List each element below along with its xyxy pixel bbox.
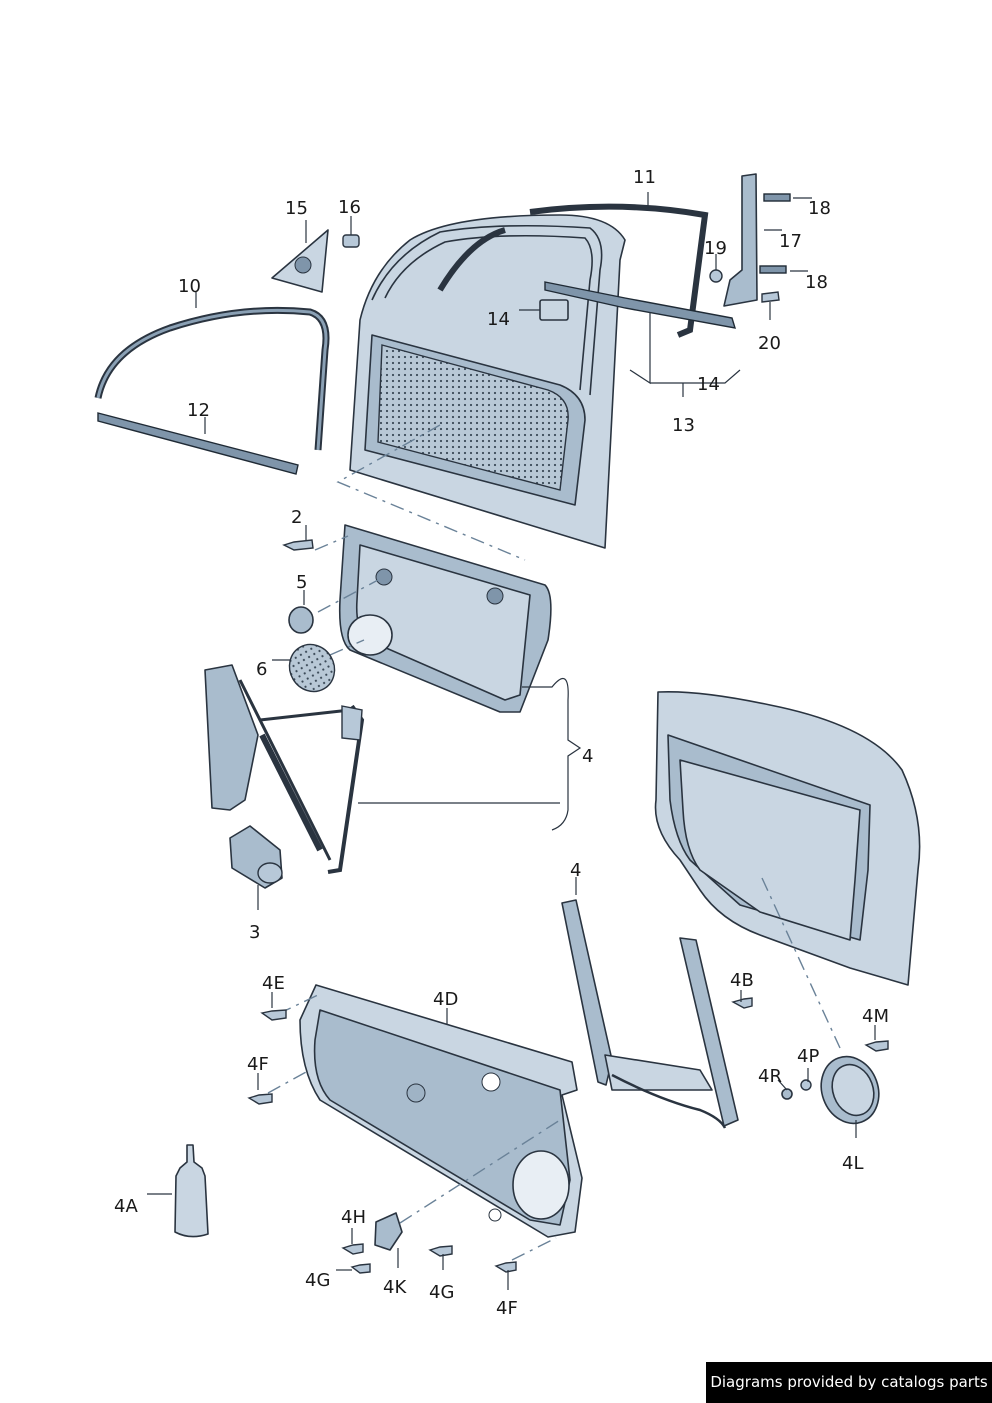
callout-labels: 11 15 16 18 17 19 18 10 14 20 14 12 13 2… <box>114 167 889 1319</box>
callout-10: 10 <box>178 276 201 297</box>
callout-4L: 4L <box>842 1153 863 1174</box>
leader-lines <box>147 192 876 1290</box>
callout-6: 6 <box>256 659 267 680</box>
trim-carrier <box>338 524 552 713</box>
callout-11: 11 <box>633 167 656 188</box>
callout-4K: 4K <box>383 1277 407 1298</box>
b-pillar-trim <box>709 173 791 307</box>
callout-18b: 18 <box>805 272 828 293</box>
callout-14a: 14 <box>487 309 510 330</box>
callout-4a: 4 <box>582 746 593 767</box>
cap-5 <box>288 606 314 634</box>
callout-3: 3 <box>249 922 260 943</box>
callout-4A: 4A <box>114 1196 138 1217</box>
speaker-4L <box>820 1055 880 1125</box>
sealant-bottle-4A <box>174 1144 209 1238</box>
callout-12: 12 <box>187 400 210 421</box>
regulator-rails <box>561 899 739 1129</box>
inner-window-strip <box>97 412 299 475</box>
callout-13: 13 <box>672 415 695 436</box>
callout-15: 15 <box>285 198 308 219</box>
callout-17: 17 <box>779 231 802 252</box>
callout-4P: 4P <box>797 1046 819 1067</box>
callout-4Gb: 4G <box>429 1282 454 1303</box>
outer-window-channel <box>437 203 709 338</box>
callout-2: 2 <box>291 507 302 528</box>
credit-banner: Diagrams provided by catalogs parts <box>706 1362 992 1403</box>
callout-4Fb: 4F <box>496 1298 518 1319</box>
callout-14b: 14 <box>697 374 720 395</box>
screw-2 <box>282 539 314 551</box>
speaker-grille-6 <box>288 643 336 693</box>
callout-4R: 4R <box>758 1066 782 1087</box>
callout-18a: 18 <box>808 198 831 219</box>
door-module-carrier <box>299 984 583 1238</box>
callout-4H: 4H <box>341 1207 366 1228</box>
callout-4M: 4M <box>862 1006 889 1027</box>
outer-seal-strips <box>539 281 736 329</box>
window-regulator <box>204 664 365 874</box>
callout-5: 5 <box>296 572 307 593</box>
fasteners <box>247 997 889 1274</box>
callout-4Fa: 4F <box>247 1054 269 1075</box>
window-channel-seal <box>94 306 330 451</box>
brace-4 <box>522 677 582 831</box>
callout-20: 20 <box>758 333 781 354</box>
inner-door-trim-panel <box>654 690 921 986</box>
window-motor <box>229 825 283 889</box>
callout-4B: 4B <box>730 970 754 991</box>
door-shell <box>349 214 626 549</box>
callout-4D: 4D <box>433 989 458 1010</box>
callout-4Ga: 4G <box>305 1270 330 1291</box>
mirror-triangle-cover <box>271 229 360 293</box>
callout-4b: 4 <box>570 860 581 881</box>
callout-19: 19 <box>704 238 727 259</box>
callout-16: 16 <box>338 197 361 218</box>
callout-4E: 4E <box>262 973 285 994</box>
